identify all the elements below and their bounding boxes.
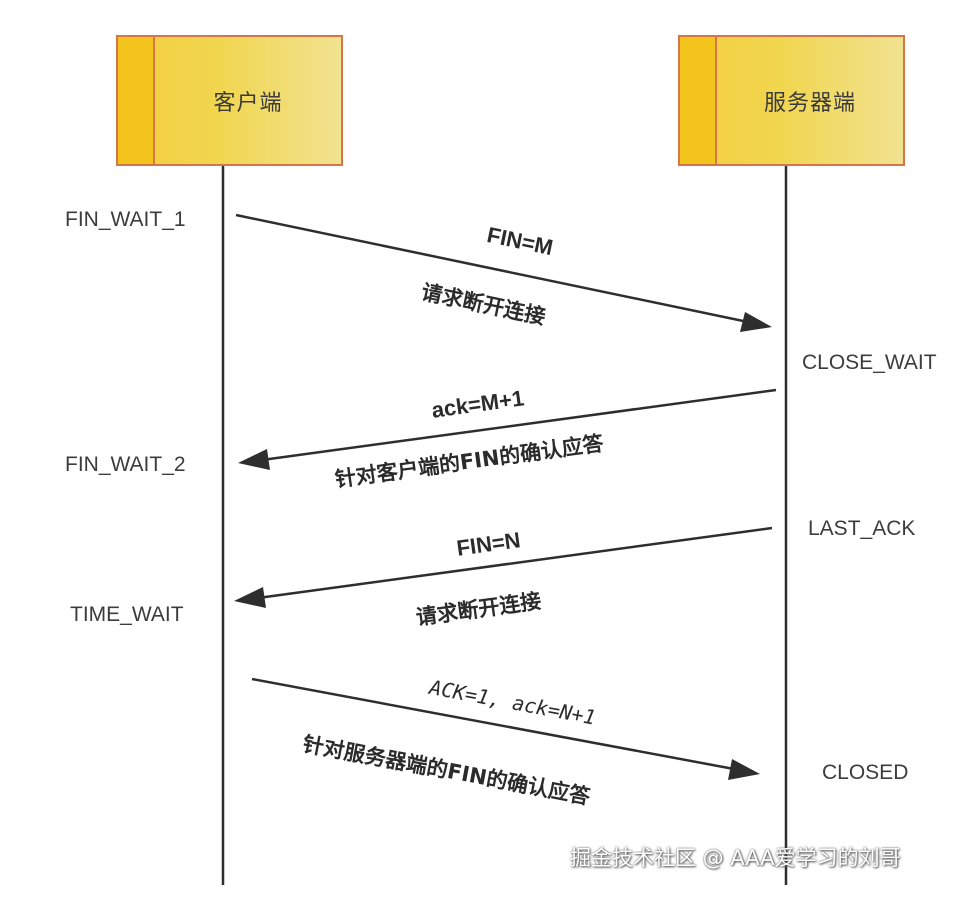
server-box: 服务器端 — [678, 35, 905, 166]
state-close-wait: CLOSE_WAIT — [802, 351, 937, 374]
state-fin-wait-1: FIN_WAIT_1 — [65, 208, 186, 231]
client-box-stripe — [118, 37, 155, 164]
state-last-ack: LAST_ACK — [808, 517, 916, 540]
state-time-wait: TIME_WAIT — [70, 603, 184, 626]
state-fin-wait-2: FIN_WAIT_2 — [65, 453, 186, 476]
state-closed: CLOSED — [822, 761, 909, 784]
arrow-ack-n-plus-1 — [251, 677, 760, 780]
arrow-ack-m-plus-1 — [238, 388, 777, 470]
server-box-stripe — [680, 37, 717, 164]
server-label: 服务器端 — [763, 90, 856, 116]
client-label: 客户端 — [213, 90, 283, 116]
watermark: 掘金技术社区 @ AAA爱学习的刘哥 — [570, 846, 901, 870]
arrow-fin-m — [235, 213, 772, 332]
client-box: 客户端 — [116, 35, 343, 166]
arrow-fin-n — [234, 526, 773, 608]
